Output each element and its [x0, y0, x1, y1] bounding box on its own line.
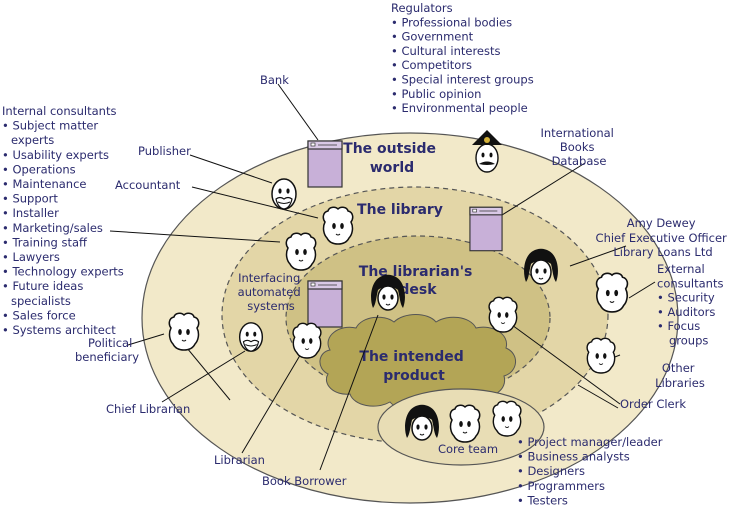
chief-librarian-label: Chief Librarian — [106, 402, 190, 416]
internal-consultants-item: • Maintenance — [2, 177, 87, 191]
external-consultants-item: • Focus — [657, 319, 700, 333]
core-team-members-list: • Project manager/leader• Business analy… — [517, 435, 663, 507]
regulators-item: • Environmental people — [391, 101, 528, 115]
political-beneficiary-face-icon — [168, 312, 200, 351]
connector-lines — [109, 83, 656, 471]
core-team-member-item: • Designers — [517, 464, 585, 478]
interfacing-systems-label: Interfacing automated systems — [238, 271, 305, 313]
regulator-figure-icon — [472, 130, 502, 173]
accountant-face-icon — [322, 206, 354, 245]
regulators-item: • Special interest groups — [391, 73, 534, 87]
external-consultants-title: consultants — [657, 276, 723, 290]
internal-consultants-item: • Technology experts — [2, 265, 124, 279]
librarian-label: Librarian — [214, 453, 265, 467]
external-consultants-title: External — [657, 262, 705, 276]
internal-consultants-item: specialists — [11, 294, 71, 308]
regulators-item: • Competitors — [391, 58, 472, 72]
core-team-face-3-icon — [492, 400, 522, 437]
internal-consultants-item: • Subject matter — [2, 119, 98, 133]
internal-consultants-item: • Training staff — [2, 235, 88, 249]
other-libraries-label: Other Libraries — [655, 361, 705, 390]
regulators-list: Regulators• Professional bodies• Governm… — [391, 1, 534, 115]
amy-dewey-label: Amy Dewey Chief Executive Officer Librar… — [596, 216, 731, 259]
internal-consultants-item: • Support — [2, 192, 58, 206]
accountant-label: Accountant — [115, 178, 181, 192]
regulators-item: • Cultural interests — [391, 44, 501, 58]
external-consultant-face-icon — [595, 272, 629, 313]
internal-consultants-item: • Lawyers — [2, 250, 60, 264]
internal-consultants-item: • Future ideas — [2, 279, 83, 293]
outside-world-title: The outside world — [343, 141, 441, 176]
regulators-title: Regulators — [391, 1, 453, 15]
order-clerk-label: Order Clerk — [620, 397, 686, 411]
internal-consultants-item: • Systems architect — [2, 323, 116, 337]
regulators-item: • Public opinion — [391, 87, 481, 101]
interface-computer-icon — [307, 280, 343, 328]
chief-librarian-face-icon — [238, 322, 264, 352]
order-clerk-face-icon — [488, 296, 518, 333]
library-staff-face-icon — [285, 232, 317, 271]
publisher-face-icon — [271, 178, 297, 210]
external-consultants-item: • Security — [657, 291, 715, 305]
core-team-face-2-icon — [449, 404, 481, 443]
core-team-member-item: • Programmers — [517, 479, 605, 493]
database-computer-icon — [469, 206, 503, 252]
internal-consultants-item: • Sales force — [2, 308, 76, 322]
international-books-database-label: International Books Database — [540, 126, 617, 168]
internal-consultants-list: Internal consultants• Subject matterexpe… — [2, 104, 124, 337]
core-team-member-item: • Project manager/leader — [517, 435, 663, 449]
internal-consultants-item: • Installer — [2, 206, 59, 220]
internal-consultants-item: • Usability experts — [2, 148, 109, 162]
political-beneficiary-label: Political beneficiary — [75, 336, 139, 364]
core-team-member-item: • Testers — [517, 493, 568, 507]
library-title: The library — [357, 202, 443, 218]
internal-consultants-item: experts — [11, 133, 54, 147]
bank-computer-icon — [307, 140, 343, 188]
internal-consultants-item: • Operations — [2, 162, 76, 176]
other-libraries-face-icon — [586, 337, 616, 374]
bank-label: Bank — [260, 73, 289, 87]
regulators-item: • Government — [391, 30, 474, 44]
external-consultants-item: groups — [669, 334, 708, 348]
publisher-label: Publisher — [138, 144, 191, 158]
core-team-title: Core team — [438, 442, 498, 456]
core-team-member-item: • Business analysts — [517, 450, 630, 464]
book-borrower-label: Book Borrower — [262, 474, 347, 488]
regulators-item: • Professional bodies — [391, 15, 512, 29]
intended-product-title: The intended product — [359, 349, 468, 384]
internal-consultants-item: • Marketing/sales — [2, 221, 103, 235]
external-consultants-item: • Auditors — [657, 305, 715, 319]
librarian-face-icon — [292, 322, 322, 359]
internal-consultants-title: Internal consultants — [2, 104, 116, 118]
